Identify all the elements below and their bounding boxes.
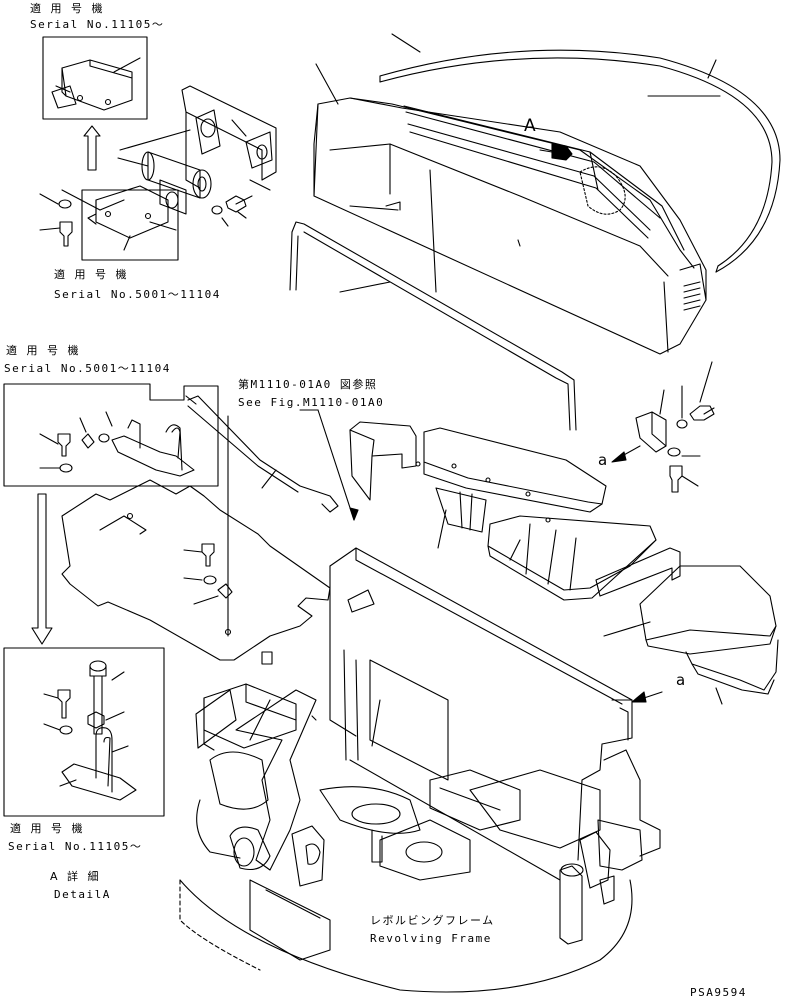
ml-applicable-label: 適 用 号 機 bbox=[6, 344, 82, 357]
see-fig-jp-label: 第M1110-01A0 図参照 bbox=[238, 378, 378, 391]
tm-applicable-label: 適 用 号 機 bbox=[54, 268, 130, 281]
drawing-number-label: PSA9594 bbox=[690, 986, 747, 999]
tm-serial-label: Serial No.5001～11104 bbox=[54, 288, 221, 301]
callout-a2-label: a bbox=[676, 671, 686, 689]
frame-jp-label: レボルビングフレーム bbox=[370, 914, 495, 927]
small-bracket bbox=[636, 362, 714, 492]
view-a-arrow-icon bbox=[540, 144, 572, 160]
inset-latch-new bbox=[4, 648, 164, 816]
arrow-up-icon bbox=[84, 126, 100, 170]
detail-jp-label: A 詳 細 bbox=[50, 870, 102, 883]
floor-plate bbox=[62, 396, 338, 660]
machine-frame bbox=[180, 548, 660, 992]
hinge-exploded bbox=[40, 86, 276, 260]
engine-hood bbox=[314, 64, 706, 354]
callout-a2-arrow-icon bbox=[632, 692, 662, 702]
bl-serial-label: Serial No.11105～ bbox=[8, 840, 143, 853]
callout-a1-arrow-icon bbox=[612, 446, 640, 462]
inset-hinge-new bbox=[43, 37, 147, 119]
inset-latch-old bbox=[4, 384, 218, 486]
support-rod bbox=[290, 222, 576, 430]
ml-serial-label: Serial No.5001～11104 bbox=[4, 362, 171, 375]
tl-applicable-label: 適 用 号 機 bbox=[30, 2, 106, 15]
bl-applicable-label: 適 用 号 機 bbox=[10, 822, 86, 835]
cover-panels bbox=[350, 422, 778, 704]
hood-seal-strip bbox=[380, 34, 780, 272]
detail-en-label: DetailA bbox=[54, 888, 111, 901]
leader-lines bbox=[300, 410, 358, 520]
see-fig-en-label: See Fig.M1110-01A0 bbox=[238, 396, 385, 409]
frame-en-label: Revolving Frame bbox=[370, 932, 492, 945]
arrow-down-icon bbox=[32, 494, 52, 644]
view-a-label: A bbox=[524, 116, 536, 136]
callout-a1-label: a bbox=[598, 451, 608, 469]
tl-serial-label: Serial No.11105～ bbox=[30, 18, 165, 31]
